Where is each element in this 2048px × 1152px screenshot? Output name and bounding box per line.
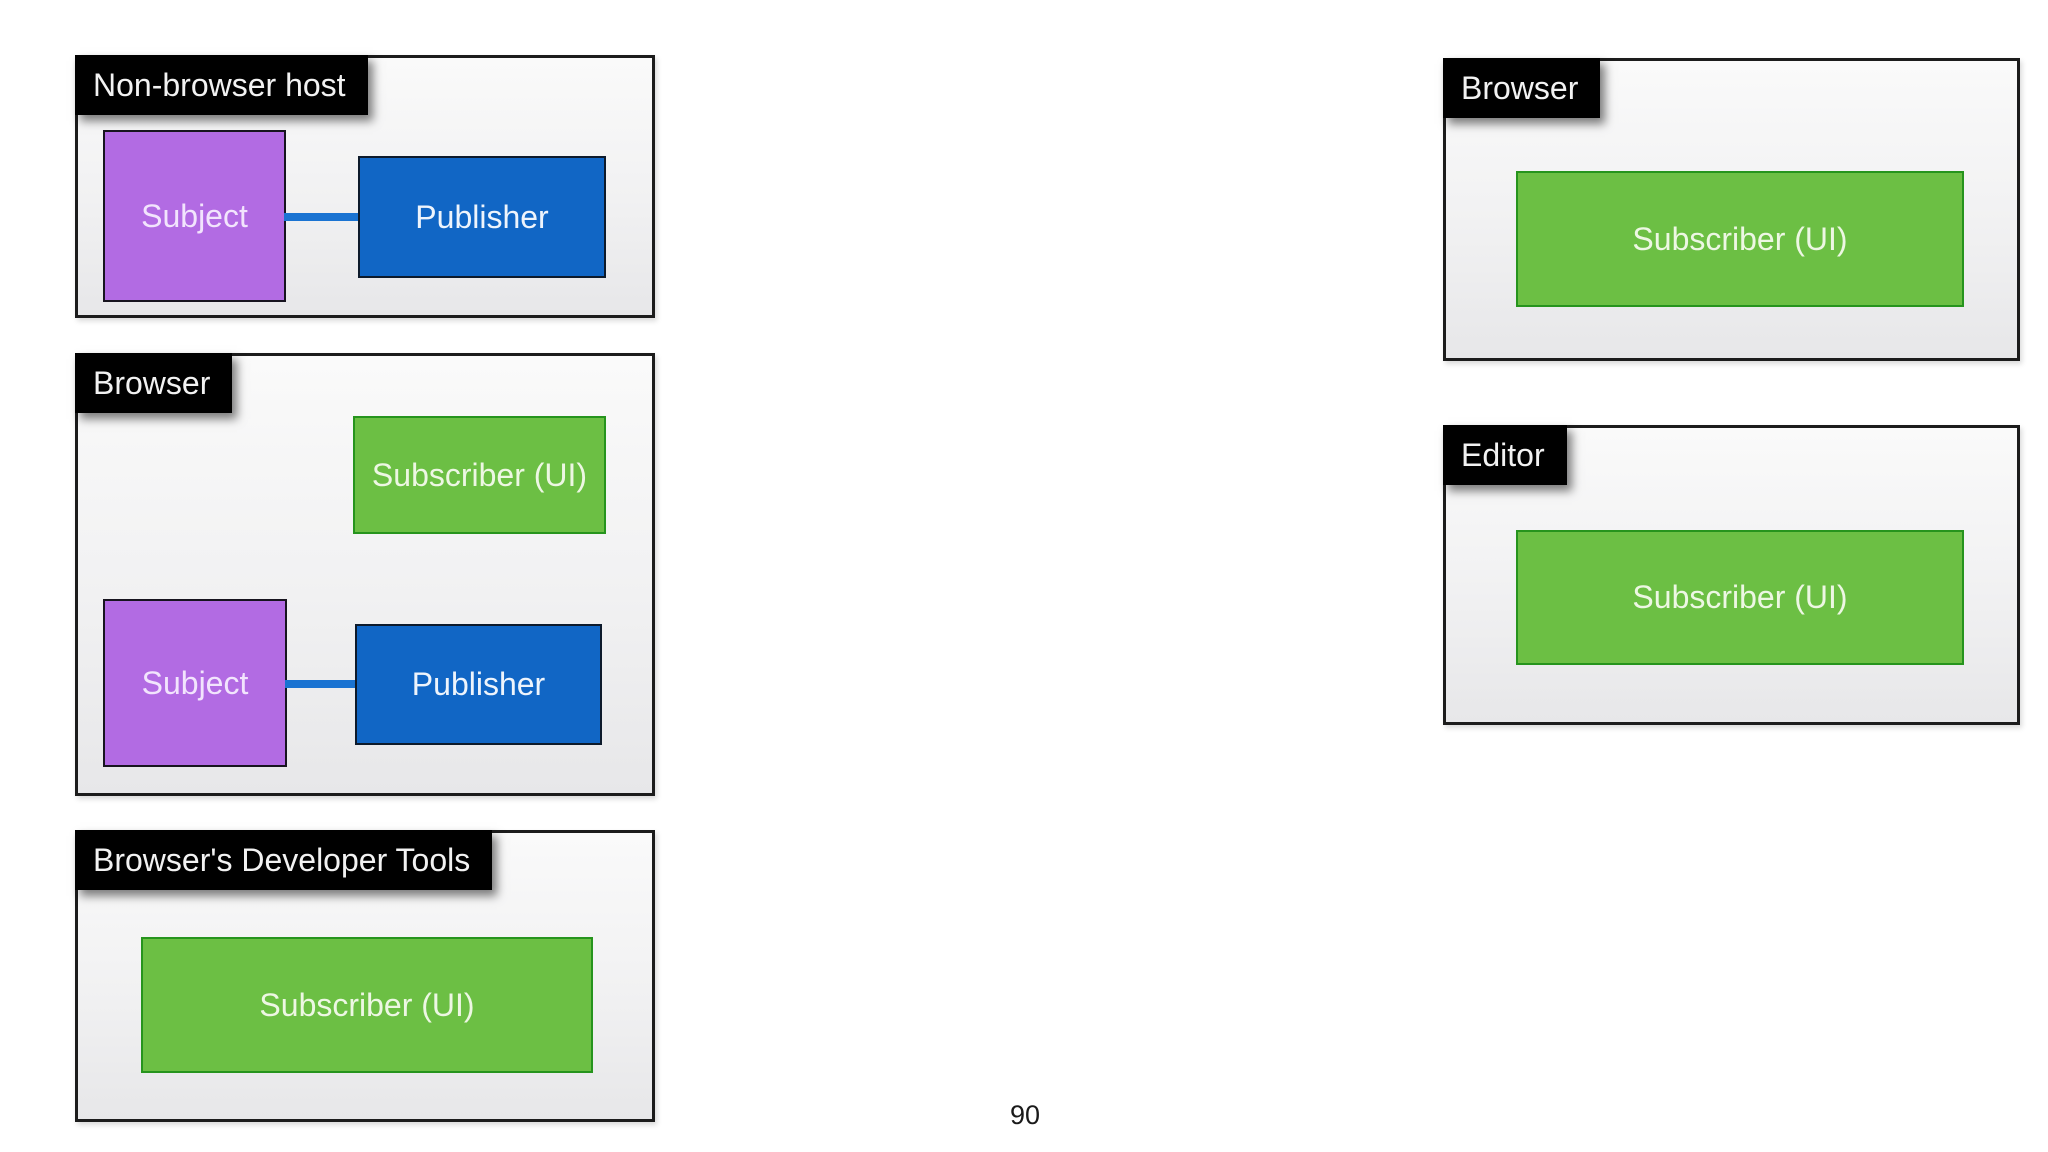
subject-publisher-connector bbox=[284, 213, 360, 221]
subscriber-ui-box: Subscriber (UI) bbox=[1516, 530, 1964, 665]
subscriber-ui-box: Subscriber (UI) bbox=[353, 416, 606, 534]
container-label: Browser bbox=[93, 365, 211, 401]
container-browser-left: Browser Subscriber (UI) Subject Publishe… bbox=[75, 353, 655, 796]
container-label-tab: Non-browser host bbox=[75, 55, 368, 115]
publisher-box: Publisher bbox=[358, 156, 606, 278]
container-browser-right: Browser Subscriber (UI) bbox=[1443, 58, 2020, 361]
subscriber-ui-label: Subscriber (UI) bbox=[1632, 579, 1848, 615]
subscriber-ui-label: Subscriber (UI) bbox=[1632, 220, 1848, 257]
container-label: Non-browser host bbox=[93, 67, 346, 103]
container-browsers-developer-tools: Browser's Developer Tools Subscriber (UI… bbox=[75, 830, 655, 1122]
subscriber-ui-label: Subscriber (UI) bbox=[371, 456, 588, 493]
subscriber-ui-box: Subscriber (UI) bbox=[141, 937, 593, 1073]
container-non-browser-host: Non-browser host Subject Publisher bbox=[75, 55, 655, 318]
subject-box: Subject bbox=[103, 130, 286, 302]
container-label-tab: Browser bbox=[1443, 58, 1601, 118]
container-label: Browser bbox=[1461, 70, 1579, 106]
subject-publisher-connector bbox=[285, 680, 357, 688]
container-label: Browser's Developer Tools bbox=[93, 842, 471, 878]
publisher-label: Publisher bbox=[411, 666, 546, 702]
subject-box: Subject bbox=[103, 599, 287, 767]
subscriber-ui-box: Subscriber (UI) bbox=[1516, 171, 1964, 307]
container-label-tab: Browser's Developer Tools bbox=[75, 830, 493, 890]
subject-label: Subject bbox=[141, 664, 249, 701]
container-editor: Editor Subscriber (UI) bbox=[1443, 425, 2020, 725]
page-number: 90 bbox=[1009, 1100, 1041, 1130]
subject-label: Subject bbox=[141, 197, 248, 234]
container-label-tab: Editor bbox=[1443, 425, 1567, 485]
publisher-box: Publisher bbox=[355, 624, 602, 745]
subscriber-ui-label: Subscriber (UI) bbox=[259, 986, 475, 1023]
publisher-label: Publisher bbox=[415, 198, 549, 235]
container-label: Editor bbox=[1461, 437, 1545, 473]
container-label-tab: Browser bbox=[75, 353, 233, 413]
